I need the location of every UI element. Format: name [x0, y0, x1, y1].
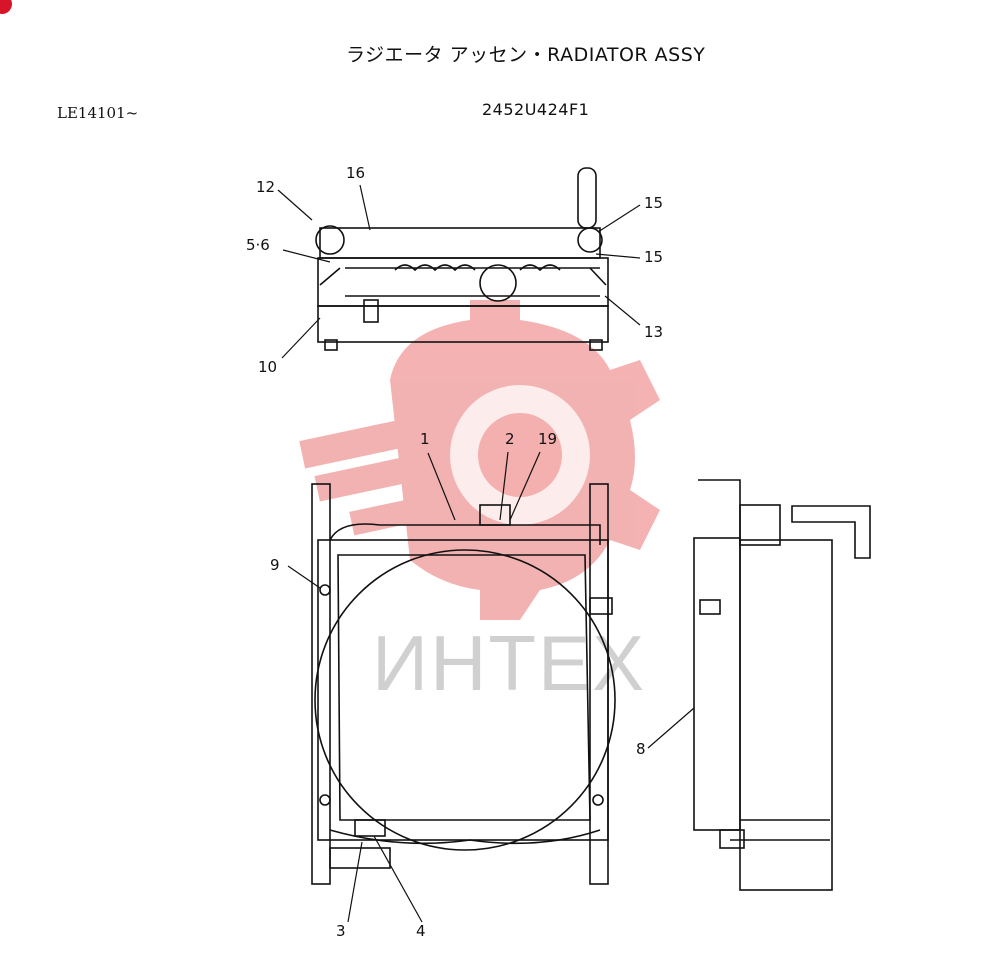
callout-12: 13: [644, 323, 664, 341]
callout-5-6: 5·6: [246, 236, 270, 254]
diagram-title: ラジエータ アッセン・RADIATOR ASSY: [346, 44, 706, 66]
callout-10: 10: [258, 358, 278, 376]
callout-4: 4: [416, 922, 426, 940]
callout-16: 16: [346, 164, 366, 182]
callout-15: 15: [644, 248, 664, 266]
callout-9: 9: [270, 556, 280, 574]
callout-19: 19: [538, 430, 558, 448]
callout-11: 12: [256, 178, 276, 196]
callout-3: 3: [336, 922, 346, 940]
callout-13: 15: [644, 194, 664, 212]
side-view: [693, 479, 871, 891]
callout-8: 8: [636, 740, 646, 758]
front-view: [311, 483, 616, 885]
part-number: 2452U424F1: [482, 100, 590, 119]
corner-mark: [0, 0, 12, 14]
callout-1: 1: [420, 430, 430, 448]
top-view: [315, 167, 609, 351]
serial-range: LE14101~: [57, 104, 139, 122]
leader-lines: [277, 184, 695, 923]
callout-2: 2: [505, 430, 515, 448]
